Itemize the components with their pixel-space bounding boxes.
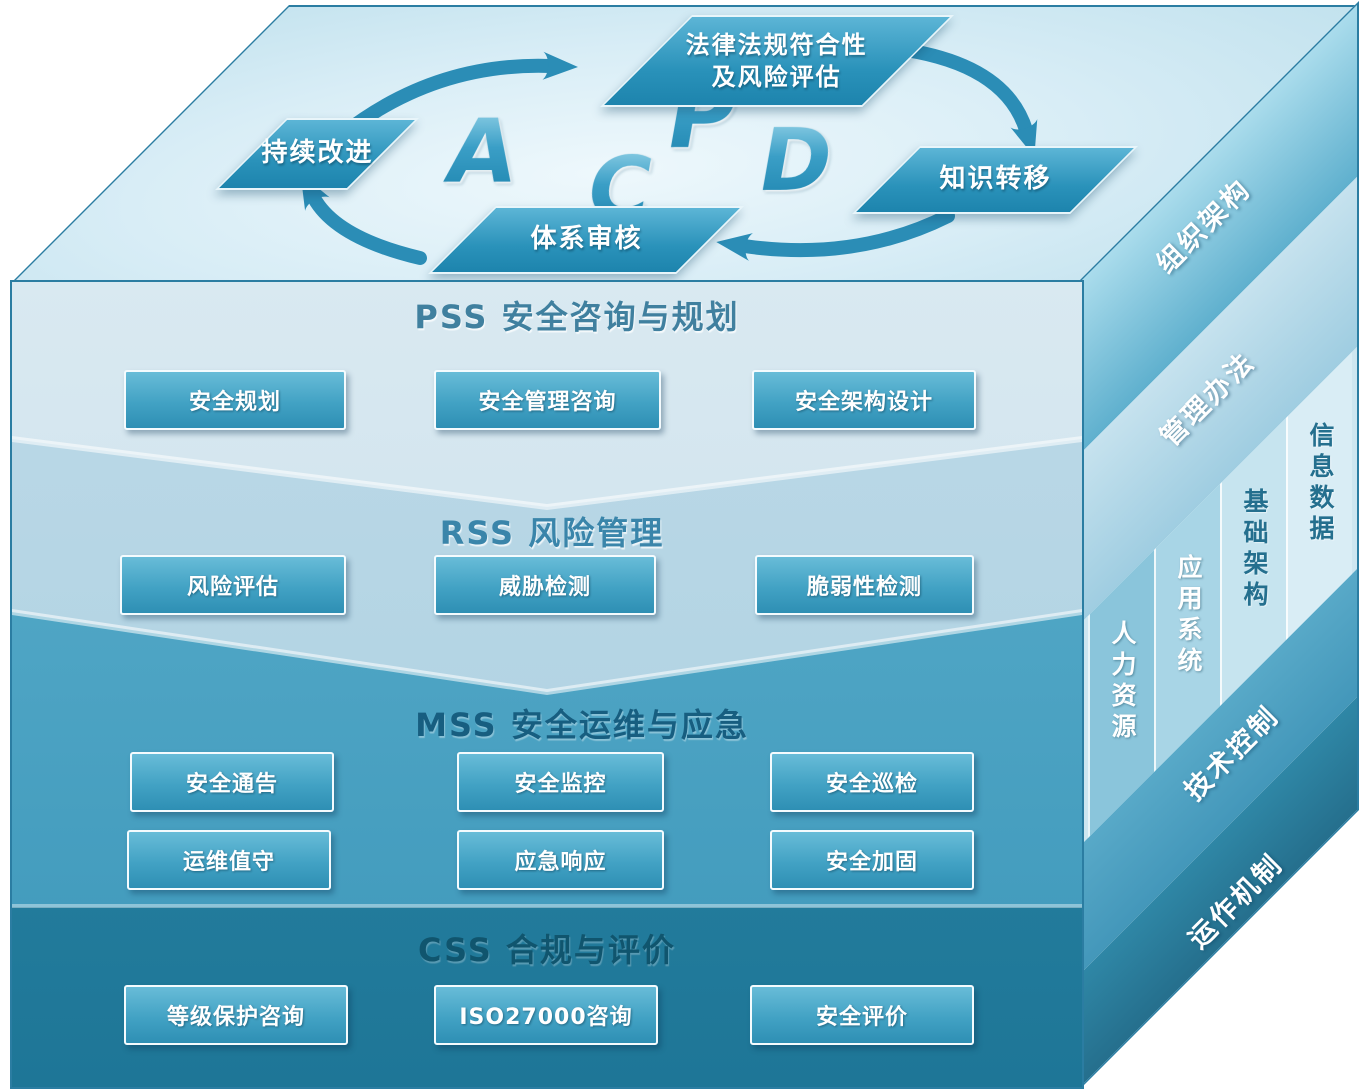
side-column-application-systems-label: 应用系统 (1174, 554, 1203, 678)
service-box-security-management-consulting: 安全管理咨询 (434, 370, 661, 430)
service-box-ops-duty: 运维值守 (127, 830, 331, 890)
pdca-check-text: 体系审核 (529, 224, 642, 255)
pdca-plan-text: 法律法规符合性 及风险评估 (686, 30, 868, 91)
side-column-infrastructure-label: 基础架构 (1240, 488, 1269, 612)
band-title-rss: RSS 风险管理 (439, 514, 665, 552)
service-box-security-evaluation: 安全评价 (750, 985, 974, 1045)
service-box-security-inspection: 安全巡检 (770, 752, 974, 812)
band-title-css: CSS 合规与评价 (418, 931, 676, 969)
service-box-security-architecture-design: 安全架构设计 (752, 370, 976, 430)
pdca-letter-d: D (751, 111, 841, 211)
service-box-threat-detection: 威胁检测 (434, 555, 656, 615)
service-box-security-monitoring: 安全监控 (457, 752, 664, 812)
service-box-security-hardening: 安全加固 (770, 830, 974, 890)
pdca-act-text: 持续改进 (260, 138, 373, 169)
service-box-security-planning: 安全规划 (124, 370, 346, 430)
service-box-iso27000-consulting: ISO27000咨询 (434, 985, 658, 1045)
service-box-risk-assessment: 风险评估 (120, 555, 346, 615)
front-face: PSS 安全咨询与规划 RSS 风险管理 MSS 安全运维与应急 CSS 合规与… (10, 280, 1084, 1089)
side-column-information-data-label: 信息数据 (1306, 422, 1335, 546)
band-separator-3 (12, 904, 1082, 908)
service-box-mlps-consulting: 等级保护咨询 (124, 985, 348, 1045)
service-box-vulnerability-detection: 脆弱性检测 (755, 555, 974, 615)
band-title-pss: PSS 安全咨询与规划 (414, 298, 740, 336)
band-title-mss: MSS 安全运维与应急 (415, 706, 749, 744)
pdca-do-text: 知识转移 (938, 164, 1051, 195)
service-box-security-notice: 安全通告 (130, 752, 334, 812)
side-column-human-resources-label: 人力资源 (1108, 620, 1137, 744)
service-box-incident-response: 应急响应 (457, 830, 664, 890)
